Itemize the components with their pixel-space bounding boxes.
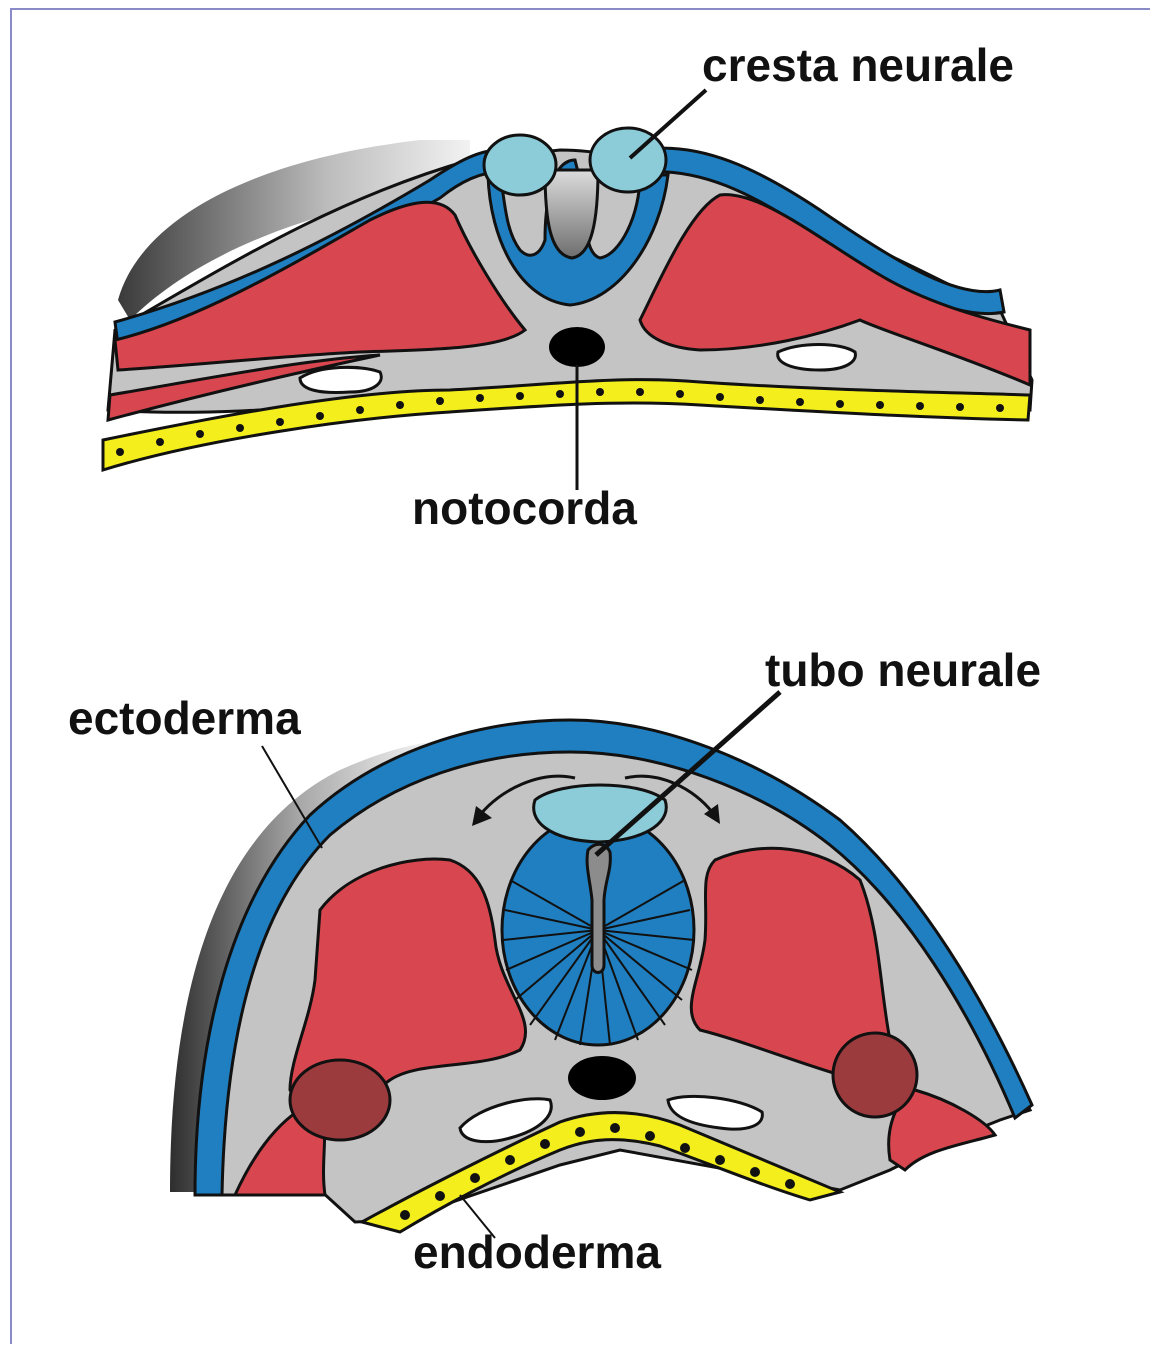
bottom-embryo [170, 692, 1032, 1238]
label-tubo-neurale: tubo neurale [765, 644, 1041, 696]
bottom-somite-right [833, 1033, 917, 1117]
top-cavity-left [300, 367, 381, 392]
top-notochord [549, 327, 605, 367]
bottom-notochord [568, 1056, 636, 1100]
top-cavity-right [778, 345, 856, 371]
label-cresta-neurale: cresta neurale [702, 39, 1014, 91]
label-endoderma: endoderma [413, 1226, 661, 1278]
top-embryo [103, 90, 1032, 490]
bottom-somite-left [290, 1060, 390, 1140]
top-neural-crest-left [484, 135, 556, 195]
label-notocorda: notocorda [412, 482, 637, 534]
label-ectoderma: ectoderma [68, 692, 301, 744]
